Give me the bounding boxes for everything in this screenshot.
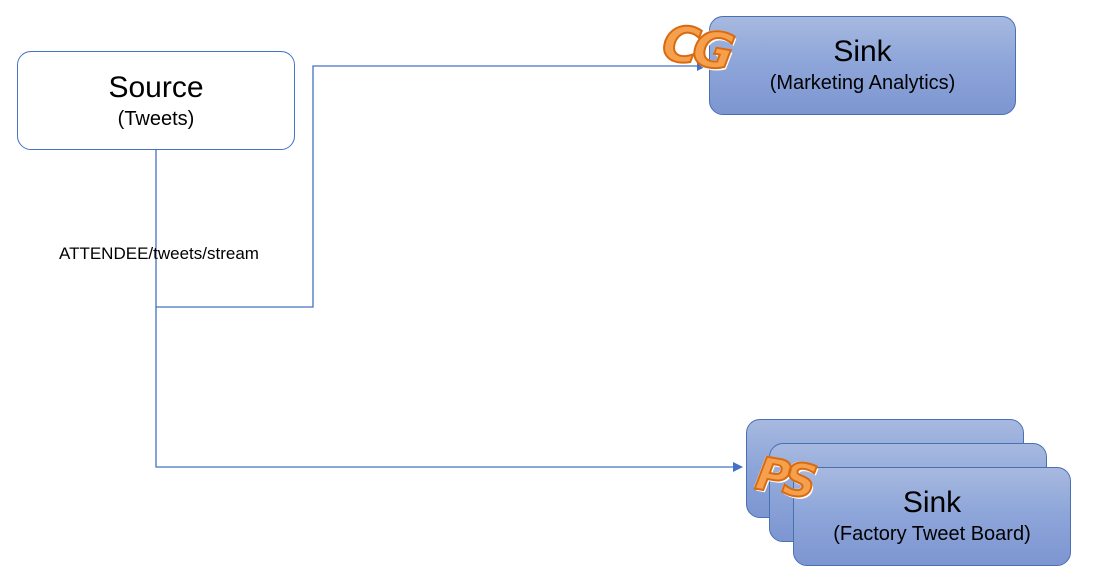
connector-source-to-factory: [155, 307, 743, 472]
source-subtitle: (Tweets): [117, 107, 195, 130]
topic-label: ATTENDEE/tweets/stream: [59, 244, 259, 263]
sink-title: Sink: [833, 34, 892, 68]
sink-subtitle: (Factory Tweet Board): [833, 522, 1031, 545]
source-title: Source: [108, 70, 204, 104]
sink-subtitle: (Marketing Analytics): [769, 71, 956, 94]
source-node: Source (Tweets): [17, 51, 295, 150]
pubsub-badge-icon: PS: [751, 445, 816, 510]
sink-node-marketing-analytics: Sink (Marketing Analytics): [709, 16, 1016, 115]
sink-node-factory-tweet-board: Sink (Factory Tweet Board): [793, 467, 1071, 566]
connector-source-to-marketing: [155, 61, 707, 308]
sink-title: Sink: [902, 485, 962, 519]
consumer-group-badge-icon: CG: [657, 12, 734, 83]
